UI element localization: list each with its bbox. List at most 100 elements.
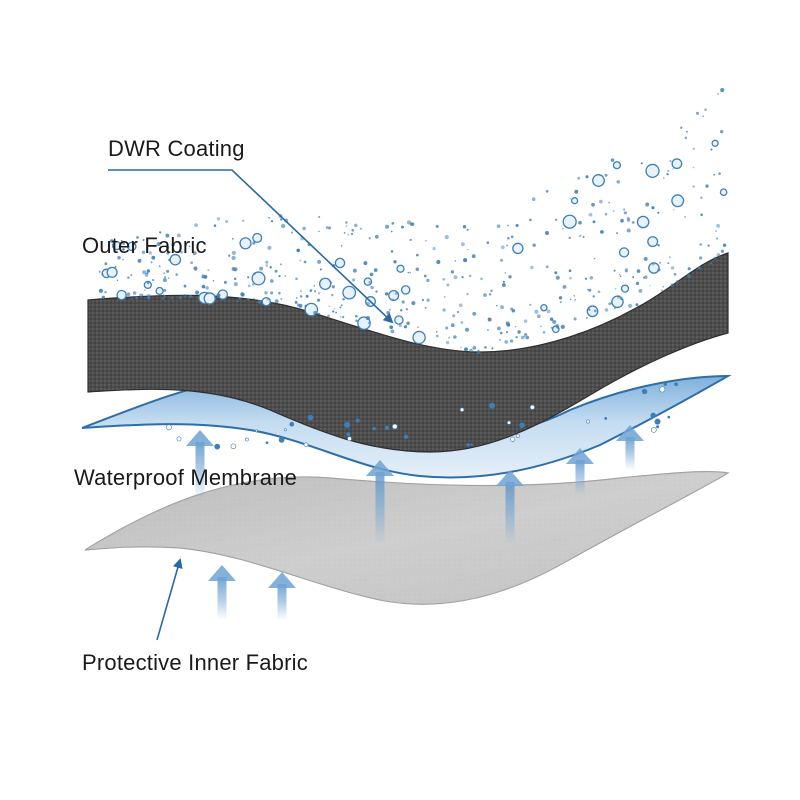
water-droplet (163, 275, 167, 279)
water-droplet (150, 261, 153, 264)
water-droplet (178, 295, 183, 300)
water-droplet (709, 262, 713, 265)
water-droplet (466, 292, 469, 296)
water-droplet (454, 260, 457, 262)
water-droplet (585, 317, 588, 319)
water-droplet (444, 235, 449, 240)
water-droplet (573, 317, 577, 321)
water-droplet (207, 269, 210, 272)
water-droplet (523, 319, 528, 323)
water-droplet (158, 265, 161, 268)
water-droplet (458, 303, 463, 308)
water-droplet (692, 147, 695, 150)
water-droplet (142, 239, 145, 241)
water-droplet (363, 261, 368, 266)
water-droplet (586, 288, 589, 291)
water-droplet (328, 305, 331, 308)
water-droplet (460, 321, 464, 324)
water-droplet (394, 315, 404, 325)
water-droplet (497, 326, 501, 331)
water-droplet (139, 293, 144, 298)
water-droplet (291, 231, 294, 234)
water-droplet (597, 290, 601, 294)
water-droplet (104, 291, 107, 294)
water-droplet (165, 233, 170, 238)
water-droplet (171, 242, 175, 247)
membrane-droplet (515, 433, 520, 438)
water-droplet (280, 298, 283, 300)
water-droplet (373, 268, 378, 272)
water-droplet (367, 322, 370, 324)
water-droplet (476, 351, 479, 354)
water-droplet (645, 163, 660, 178)
water-droplet (555, 275, 560, 280)
water-droplet (504, 340, 509, 344)
water-droplet (500, 245, 505, 250)
water-droplet (98, 288, 103, 293)
water-droplet (545, 190, 549, 193)
water-droplet (111, 240, 122, 251)
water-droplet (699, 243, 702, 246)
water-droplet (540, 325, 542, 328)
water-droplet (261, 297, 271, 307)
water-droplet (317, 312, 320, 315)
water-droplet (600, 230, 604, 234)
water-droplet (195, 290, 200, 295)
water-droplet (359, 227, 363, 230)
water-droplet (502, 280, 505, 283)
water-droplet (507, 224, 509, 227)
water-droplet (647, 236, 659, 248)
water-droplet (534, 309, 539, 314)
water-droplet (562, 214, 577, 229)
water-droplet (267, 245, 272, 250)
water-droplet (643, 256, 648, 261)
water-droplet (555, 218, 558, 221)
water-droplet (552, 319, 557, 324)
water-droplet (692, 185, 695, 188)
membrane-droplet (659, 386, 666, 393)
water-droplet (384, 292, 389, 296)
water-droplet (502, 283, 506, 287)
water-droplet (584, 277, 588, 280)
water-droplet (660, 289, 664, 292)
water-droplet (620, 297, 623, 301)
water-droplet (525, 335, 530, 340)
membrane-droplet (466, 443, 470, 447)
water-droplet (330, 281, 333, 284)
water-droplet (265, 260, 269, 264)
water-droplet (151, 255, 156, 260)
water-droplet (327, 314, 330, 318)
water-droplet (269, 266, 272, 269)
water-droplet (274, 269, 278, 273)
water-droplet (205, 286, 209, 290)
membrane-droplet (656, 425, 660, 429)
water-droplet (340, 304, 343, 307)
water-droplet (436, 259, 441, 265)
water-droplet (317, 298, 321, 302)
water-droplet (393, 260, 397, 264)
water-droplet (407, 271, 410, 274)
water-droplet (300, 295, 303, 298)
water-droplet (161, 297, 165, 300)
membrane-droplet (214, 443, 221, 450)
water-droplet (146, 269, 151, 273)
membrane-droplet (470, 443, 473, 446)
water-droplet (469, 348, 473, 353)
water-droplet (568, 236, 571, 240)
water-droplet (201, 284, 206, 289)
membrane-droplet (307, 414, 314, 421)
water-droplet (426, 298, 430, 302)
water-droplet (667, 262, 670, 265)
water-droplet (394, 292, 398, 295)
water-droplet (136, 236, 139, 239)
water-droplet (465, 327, 469, 332)
water-droplet (702, 115, 705, 118)
water-droplet (355, 319, 358, 323)
water-droplet (618, 247, 630, 258)
water-droplet (190, 261, 193, 265)
water-droplet (613, 269, 616, 272)
water-droplet (271, 301, 273, 304)
water-droplet (170, 296, 173, 300)
vapor-arrow (366, 460, 394, 545)
